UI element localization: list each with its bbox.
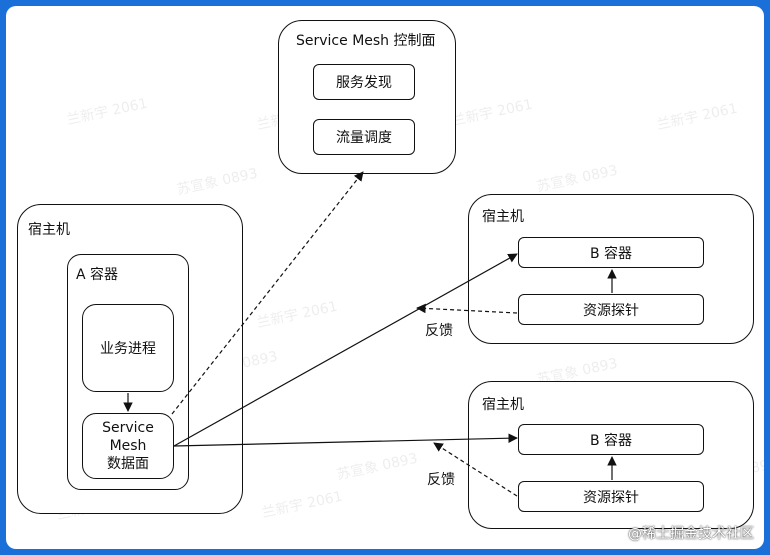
control-plane-title: Service Mesh 控制面	[296, 33, 436, 49]
arrow-dataplane-to-control	[171, 171, 364, 415]
arrow-feedback-bottom	[433, 442, 518, 497]
resource-probe-top-label: 资源探针	[583, 302, 639, 319]
arrow-dataplane-to-b-top	[173, 253, 518, 447]
data-plane-box: Service Mesh 数据面	[82, 413, 174, 479]
host-right-bottom-title: 宿主机	[482, 397, 524, 413]
service-discovery-box: 服务发现	[313, 64, 415, 100]
diagram-canvas: 兰新宇 2061 兰新宇 2061 兰新宇 2061 兰新宇 2061 苏宣象 …	[6, 6, 764, 549]
container-b-bottom-label: B 容器	[589, 432, 633, 449]
service-discovery-label: 服务发现	[336, 75, 392, 91]
business-process-label: 业务进程	[100, 341, 156, 357]
arrow-dataplane-to-b-bottom	[173, 433, 518, 447]
host-left-title: 宿主机	[28, 222, 70, 238]
container-b-top-label: B 容器	[589, 245, 633, 262]
traffic-scheduling-box: 流量调度	[313, 119, 415, 155]
arrow-feedback-top	[416, 303, 518, 314]
container-b-bottom-box: B 容器	[518, 424, 704, 455]
host-right-top-title: 宿主机	[482, 209, 524, 225]
feedback-bottom-label: 反馈	[427, 472, 455, 488]
traffic-scheduling-label: 流量调度	[336, 130, 392, 146]
data-plane-label: Service Mesh 数据面	[102, 420, 154, 472]
container-b-top-box: B 容器	[518, 237, 704, 268]
resource-probe-bottom-label: 资源探针	[583, 489, 639, 506]
brand-watermark: @稀土掘金技术社区	[628, 526, 754, 542]
resource-probe-bottom-box: 资源探针	[518, 481, 704, 512]
resource-probe-top-box: 资源探针	[518, 294, 704, 325]
connector-layer	[123, 171, 617, 497]
business-process-box: 业务进程	[82, 304, 174, 392]
container-a-title: A 容器	[76, 267, 119, 283]
feedback-top-label: 反馈	[425, 323, 453, 339]
